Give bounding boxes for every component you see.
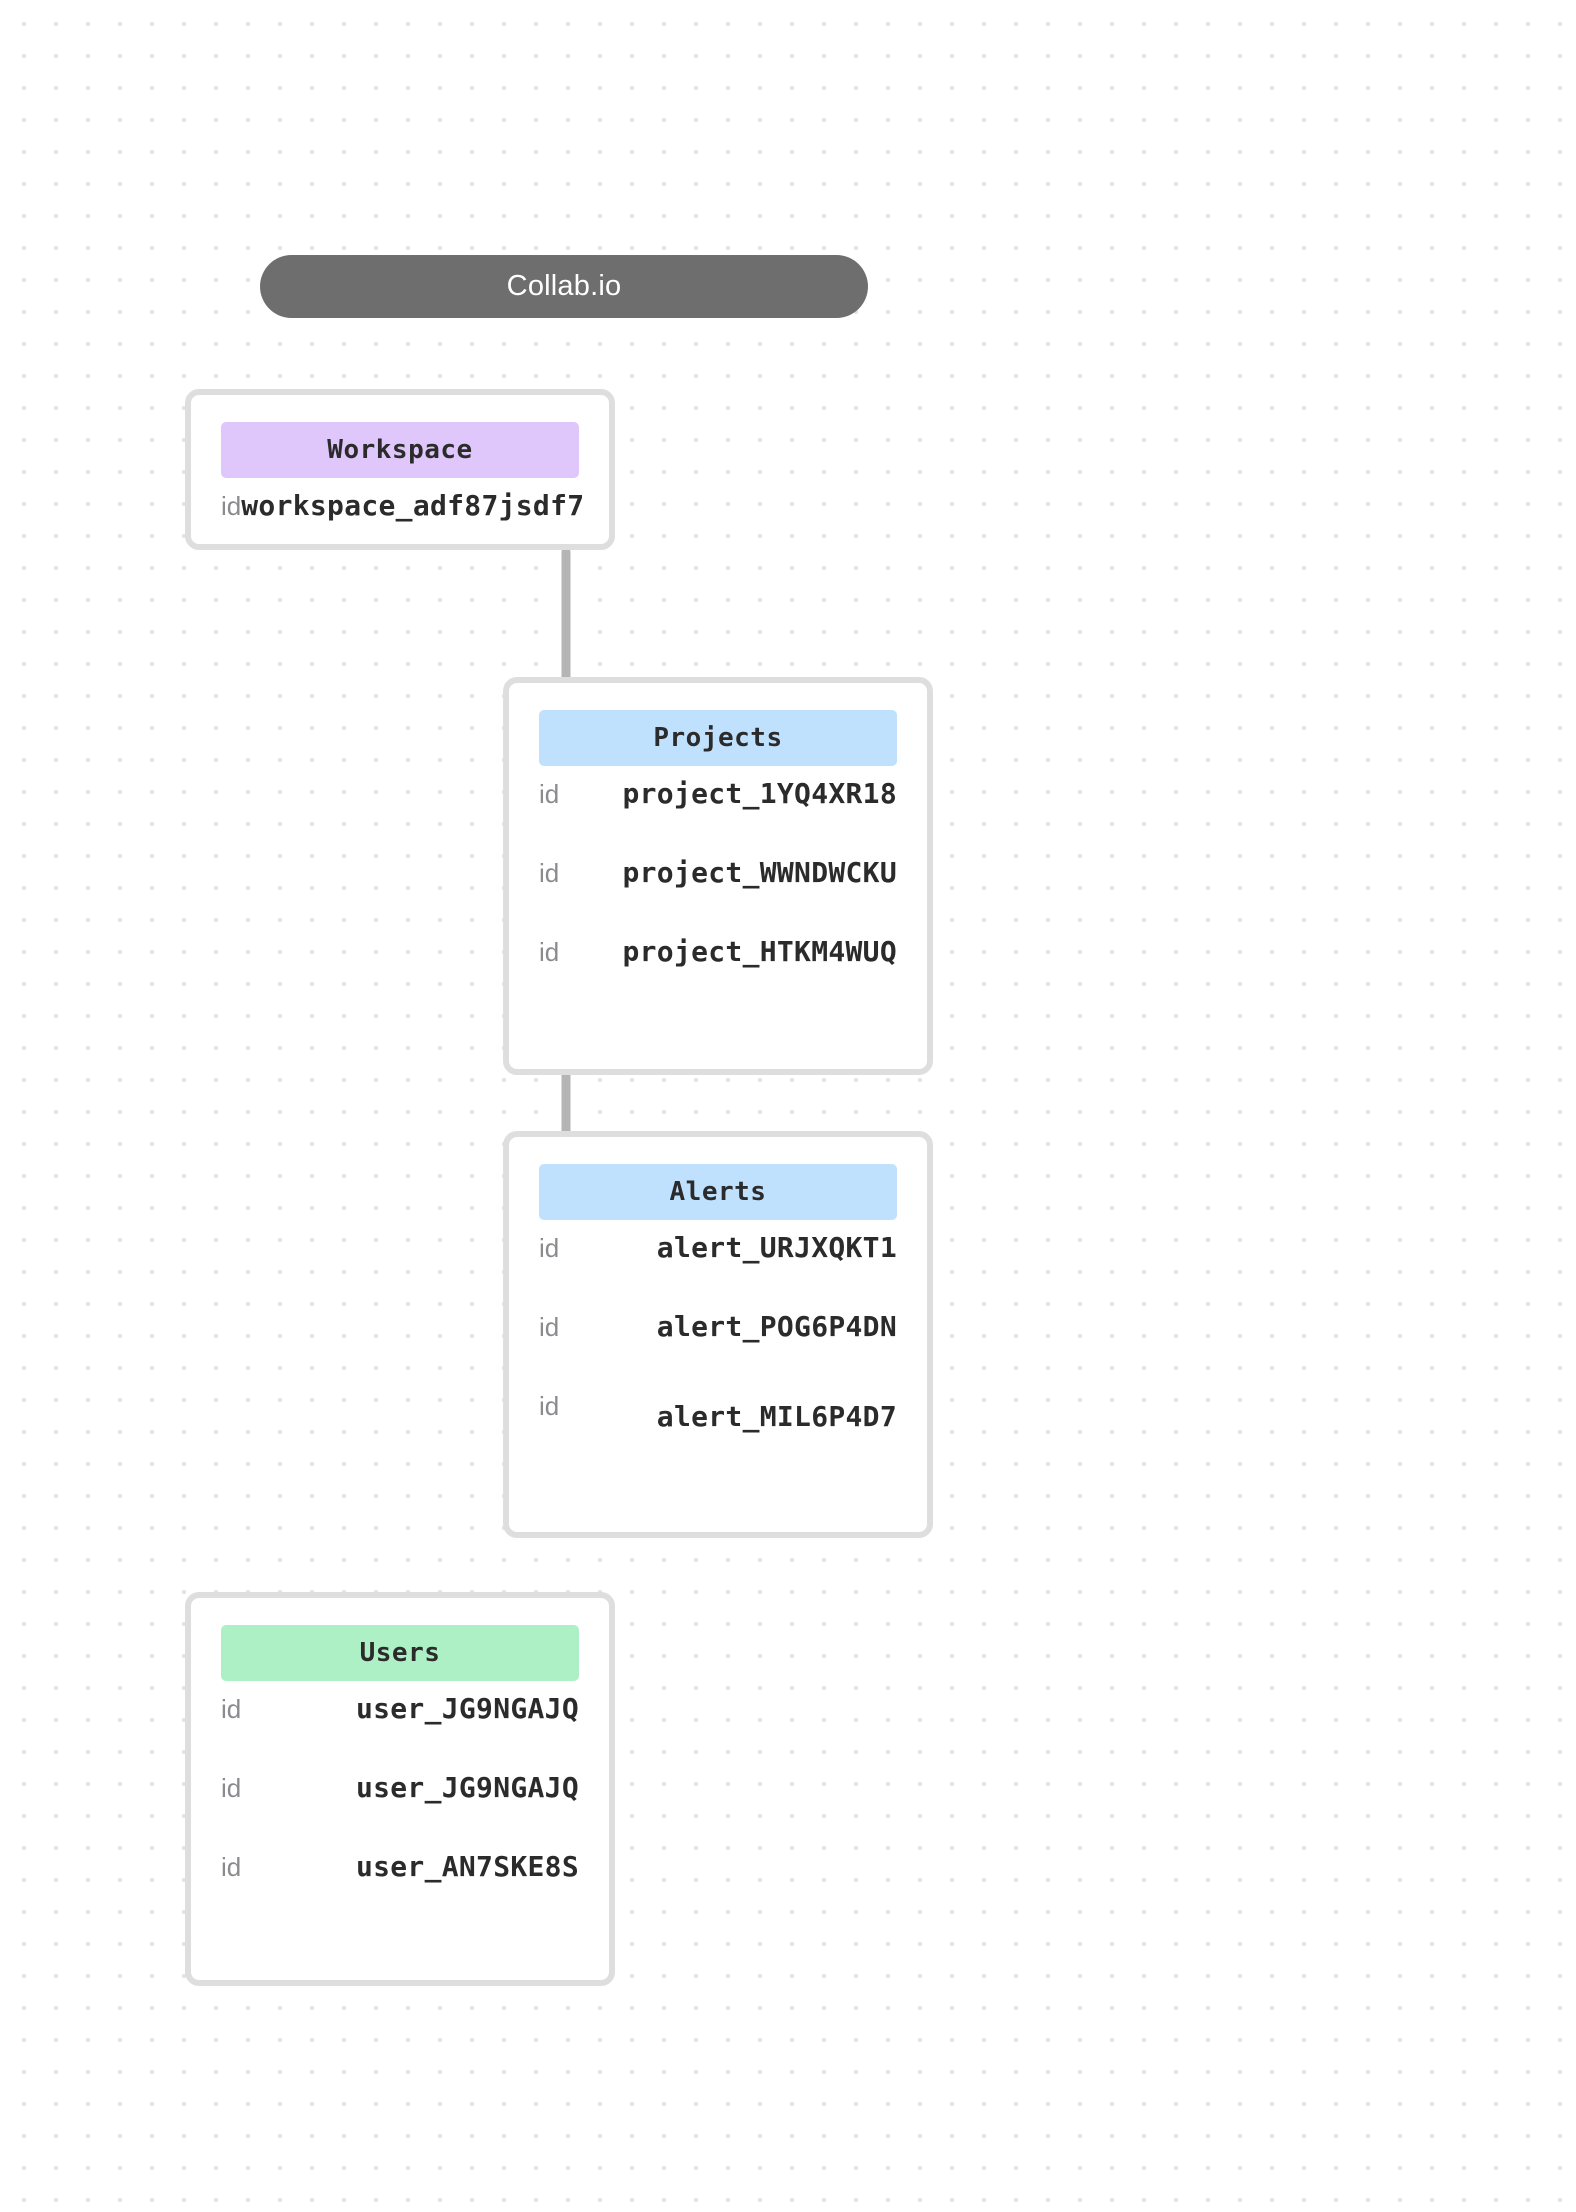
row-key: id bbox=[221, 1773, 242, 1803]
row-value: project_HTKM4WUQ bbox=[622, 935, 897, 968]
entity-card-projects[interactable]: Projects id project_1YQ4XR18 id project_… bbox=[503, 677, 933, 1075]
table-row[interactable]: id project_HTKM4WUQ bbox=[539, 938, 897, 1017]
entity-header-workspace: Workspace bbox=[221, 422, 579, 478]
row-key: id bbox=[539, 779, 560, 809]
row-key: id bbox=[221, 1852, 242, 1882]
table-row[interactable]: id user_JG9NGAJQ bbox=[221, 1695, 579, 1774]
row-value: user_AN7SKE8S bbox=[355, 1850, 579, 1883]
entity-card-users[interactable]: Users id user_JG9NGAJQ id user_JG9NGAJQ … bbox=[185, 1592, 615, 1986]
table-row[interactable]: id workspace_adf87jsdf7 bbox=[221, 491, 584, 571]
row-value: alert_URJXQKT1 bbox=[656, 1231, 897, 1264]
entity-header-label: Workspace bbox=[327, 435, 473, 465]
table-row[interactable]: id user_AN7SKE8S bbox=[221, 1853, 579, 1932]
row-value: user_JG9NGAJQ bbox=[355, 1771, 579, 1804]
entity-card-workspace[interactable]: Workspace id workspace_adf87jsdf7 bbox=[185, 389, 615, 550]
row-key: id bbox=[539, 937, 560, 967]
entity-header-label: Projects bbox=[653, 723, 783, 753]
row-value: user_JG9NGAJQ bbox=[355, 1692, 579, 1725]
row-value: alert_POG6P4DN bbox=[656, 1310, 897, 1343]
table-row[interactable]: id user_JG9NGAJQ bbox=[221, 1774, 579, 1853]
row-key: id bbox=[539, 1312, 560, 1342]
row-key: id bbox=[221, 1694, 242, 1724]
table-row[interactable]: id project_1YQ4XR18 bbox=[539, 780, 897, 859]
entity-header-label: Users bbox=[359, 1638, 441, 1668]
row-value: workspace_adf87jsdf7 bbox=[241, 489, 585, 522]
entity-card-alerts[interactable]: Alerts id alert_URJXQKT1 id alert_POG6P4… bbox=[503, 1131, 933, 1538]
table-row[interactable]: id project_WWNDWCKU bbox=[539, 859, 897, 938]
row-key: id bbox=[539, 1391, 560, 1421]
row-value: alert_MIL6P4D7 bbox=[656, 1400, 897, 1433]
row-value: project_WWNDWCKU bbox=[622, 856, 897, 889]
table-row[interactable]: id alert_URJXQKT1 bbox=[539, 1234, 897, 1313]
entity-header-users: Users bbox=[221, 1625, 579, 1681]
row-value: project_1YQ4XR18 bbox=[622, 777, 897, 810]
table-row[interactable]: id alert_MIL6P4D7 bbox=[539, 1392, 897, 1471]
entity-header-label: Alerts bbox=[669, 1177, 767, 1207]
diagram-title-label: Collab.io bbox=[506, 270, 622, 302]
row-key: id bbox=[539, 858, 560, 888]
diagram-title-pill[interactable]: Collab.io bbox=[260, 255, 868, 318]
entity-header-alerts: Alerts bbox=[539, 1164, 897, 1220]
entity-header-projects: Projects bbox=[539, 710, 897, 766]
row-key: id bbox=[539, 1233, 560, 1263]
table-row[interactable]: id alert_POG6P4DN bbox=[539, 1313, 897, 1392]
row-key: id bbox=[221, 491, 242, 521]
